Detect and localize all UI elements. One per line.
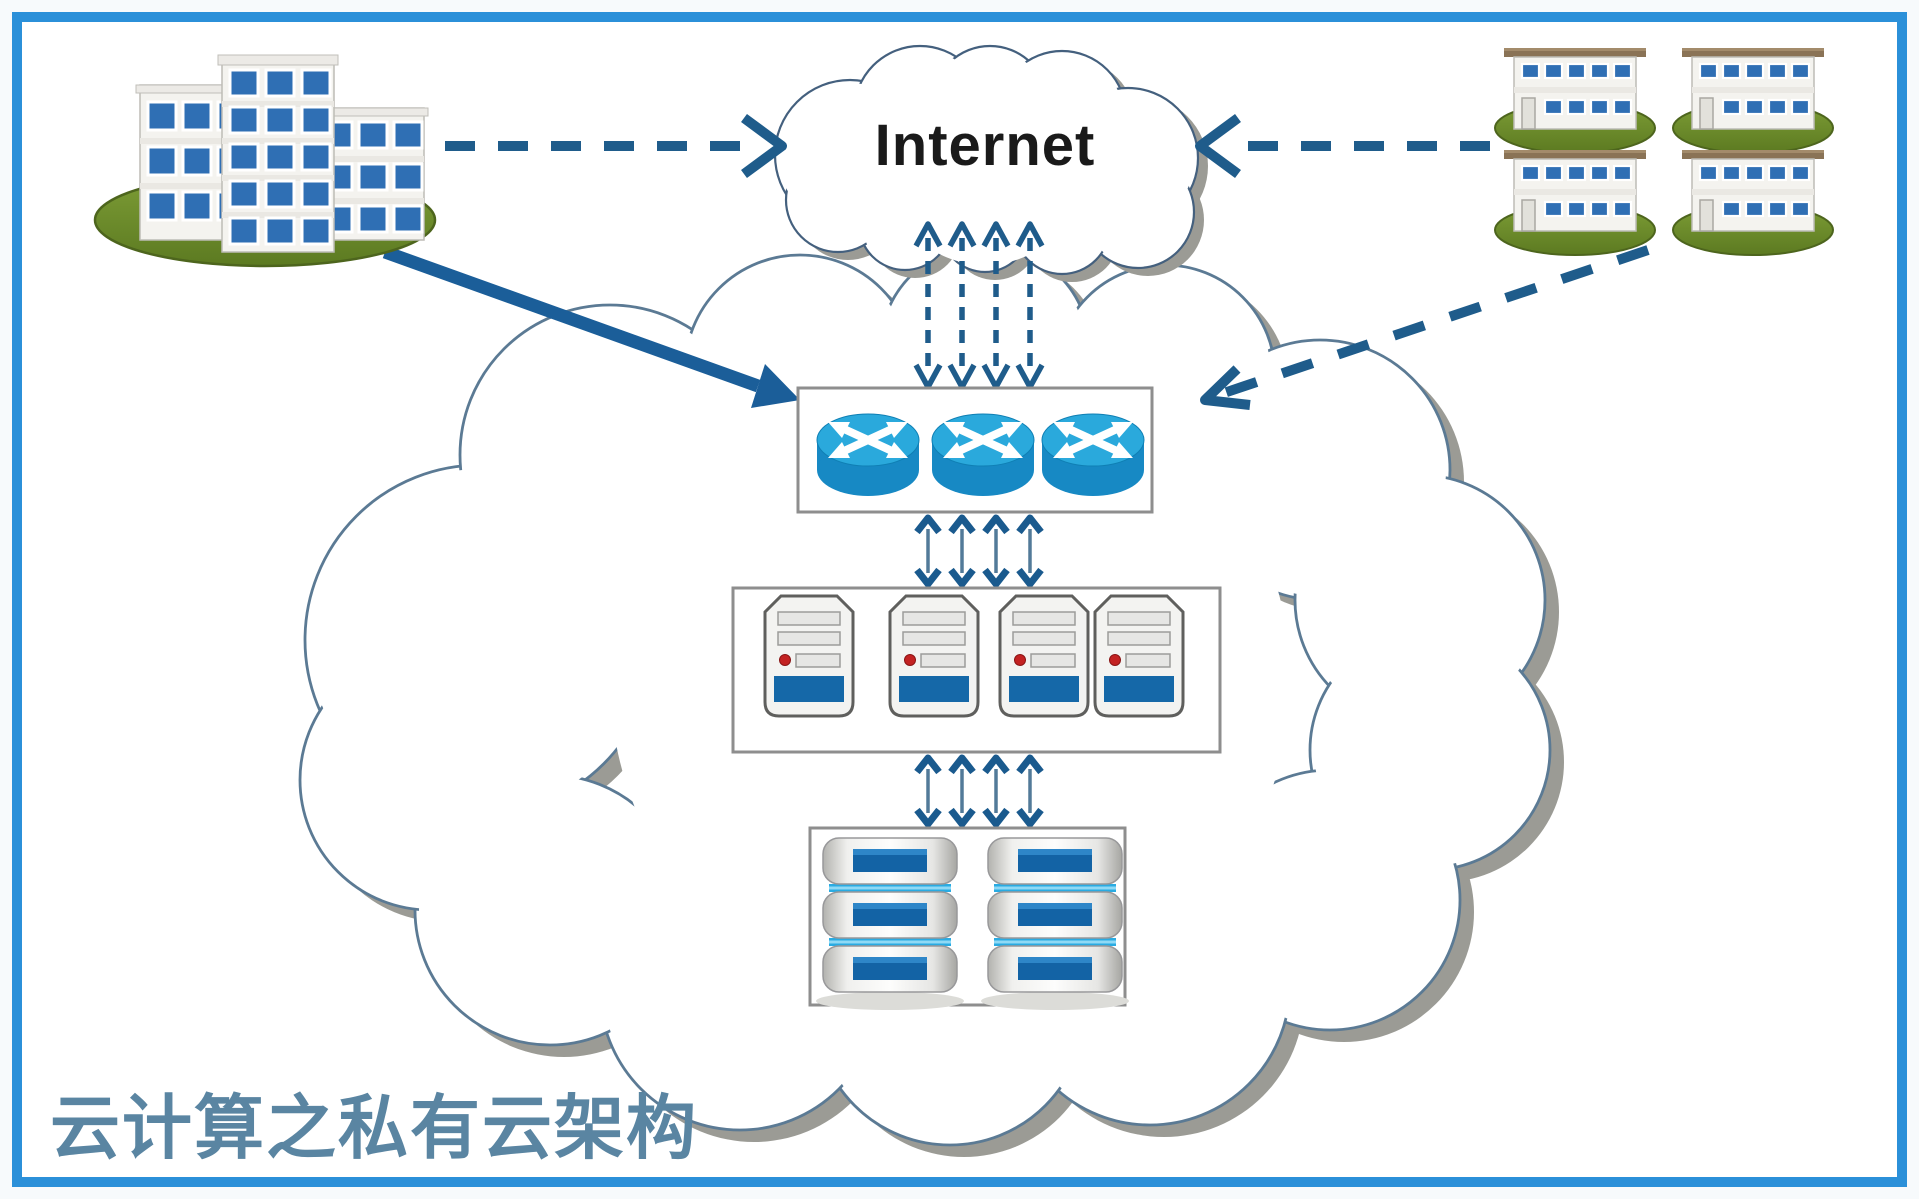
branch-sites	[1493, 46, 1835, 257]
hq-router-solid-arrow	[382, 245, 800, 408]
internet-cloud	[773, 44, 1208, 282]
diagram-title: 云计算之私有云架构	[50, 1087, 698, 1169]
branch-building-4	[1671, 148, 1835, 257]
branch-building-3	[1493, 148, 1657, 257]
router-icon-3	[1042, 414, 1144, 496]
branch-router-dashed-arrow	[1200, 245, 1650, 410]
left-campus	[93, 54, 437, 268]
storage-array-icon-2	[980, 837, 1130, 1011]
server-icon-3	[998, 594, 1090, 718]
router-tier	[817, 414, 1144, 496]
hq-internet-dashed-arrow	[445, 113, 787, 179]
server-tier	[763, 594, 1185, 718]
router-icon-1	[817, 414, 919, 496]
internet-label: Internet	[874, 113, 1096, 178]
server-icon-1	[763, 594, 855, 718]
branch-internet-dashed-arrow	[1195, 113, 1490, 179]
office-building-center	[217, 54, 339, 253]
router-icon-2	[932, 414, 1034, 496]
server-icon-4	[1093, 594, 1185, 718]
server-icon-2	[888, 594, 980, 718]
branch-building-2	[1671, 46, 1835, 155]
storage-array-icon-1	[815, 837, 965, 1011]
branch-building-1	[1493, 46, 1657, 155]
